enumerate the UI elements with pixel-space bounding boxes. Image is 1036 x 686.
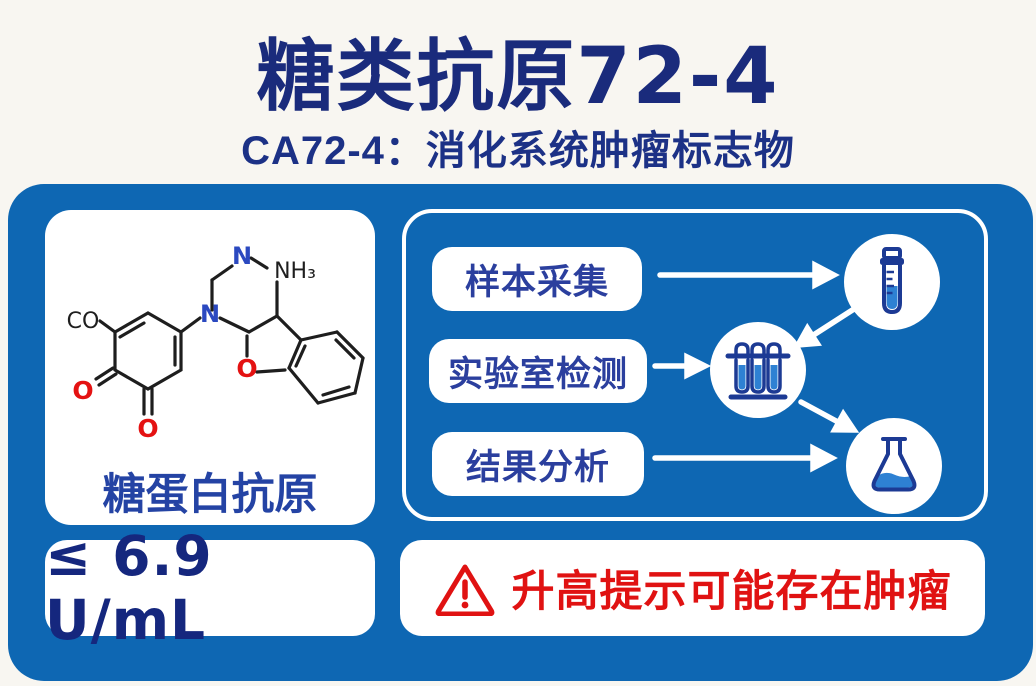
flask-icon — [871, 437, 917, 492]
molecular-structure: CO O O N N NH₃ O — [67, 242, 365, 443]
step-result-analysis: 结果分析 — [432, 432, 644, 496]
step-sample-collection: 样本采集 — [432, 247, 642, 311]
antigen-card: CO O O N N NH₃ O 糖蛋白抗原 — [45, 210, 375, 525]
atom-n-left: N — [200, 300, 220, 328]
atom-co: CO — [67, 309, 100, 334]
page-subtitle: CA72-4：消化系统肿瘤标志物 — [241, 129, 795, 173]
reference-value: ≤ 6.9 U/mL — [45, 524, 213, 652]
page-title: 糖类抗原72-4 — [256, 32, 780, 122]
flow-panel: 样本采集 实验室检测 结果分析 — [402, 209, 988, 521]
test-tube-icon — [880, 247, 904, 315]
reference-card: ≤ 6.9 U/mL — [45, 524, 375, 652]
atom-o-bottom: O — [137, 414, 158, 443]
step-label: 样本采集 — [464, 262, 609, 302]
atom-o-left: O — [72, 376, 93, 405]
main-panel: CO O O N N NH₃ O 糖蛋白抗原 样本采集 实验室检测 结果分析 — [8, 184, 1033, 681]
atom-n-top: N — [232, 242, 252, 270]
warning-card: 升高提示可能存在肿瘤 — [400, 540, 985, 636]
lab-rack-badge — [710, 322, 806, 418]
step-lab-testing: 实验室检测 — [429, 339, 647, 403]
sample-tube-badge — [844, 234, 940, 330]
warning-text: 升高提示可能存在肿瘤 — [511, 568, 952, 616]
atom-nh3: NH₃ — [274, 259, 316, 284]
atom-o-furan: O — [236, 354, 257, 383]
analysis-flask-badge — [846, 418, 942, 514]
arrow-rack-to-flask — [798, 399, 841, 425]
antigen-label: 糖蛋白抗原 — [102, 471, 318, 519]
step-label: 结果分析 — [465, 447, 610, 487]
arrow-tube-to-rack — [809, 306, 857, 339]
step-label: 实验室检测 — [447, 354, 628, 394]
test-tube-rack-icon — [725, 342, 791, 400]
warning-triangle-icon — [435, 564, 494, 616]
